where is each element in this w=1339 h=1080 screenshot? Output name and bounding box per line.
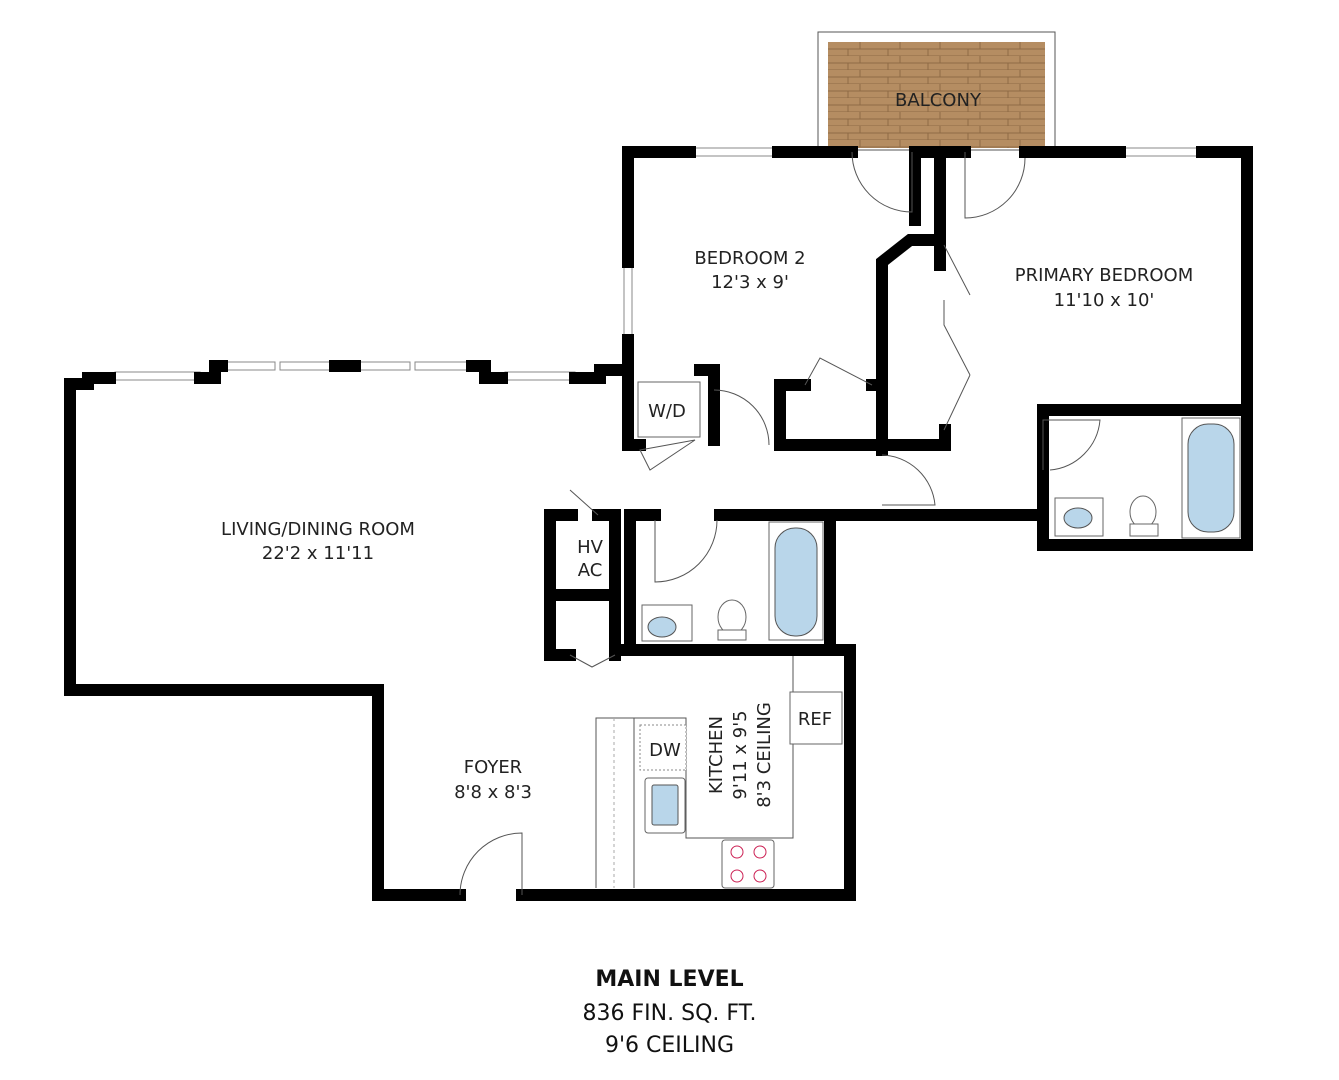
room-living-dining: LIVING/DINING ROOM 22'2 x 11'11 [221,519,415,564]
svg-text:REF: REF [798,709,832,730]
svg-text:8'3 CEILING: 8'3 CEILING [754,702,775,808]
svg-text:12'3 x 9': 12'3 x 9' [711,272,789,293]
ceiling-height: 9'6 CEILING [604,1033,735,1058]
svg-text:BEDROOM 2: BEDROOM 2 [694,248,805,269]
svg-text:LIVING/DINING ROOM: LIVING/DINING ROOM [221,519,415,540]
hvac-closet: HV AC [577,537,604,581]
level-title: MAIN LEVEL [595,967,744,992]
hall-bathroom [641,521,824,642]
svg-text:8'8 x 8'3: 8'8 x 8'3 [454,782,532,803]
walls [64,146,1253,901]
svg-text:KITCHEN: KITCHEN [706,716,727,794]
svg-text:11'10 x 10': 11'10 x 10' [1054,290,1155,311]
room-foyer: FOYER 8'8 x 8'3 [454,757,532,803]
windows [114,147,1203,381]
washer-dryer: W/D [637,381,701,438]
svg-text:PRIMARY BEDROOM: PRIMARY BEDROOM [1015,265,1194,286]
svg-text:9'11 x 9'5: 9'11 x 9'5 [730,710,751,799]
kitchen-fixtures: DW REF [595,656,843,889]
room-primary-bedroom: PRIMARY BEDROOM 11'10 x 10' [1015,265,1194,311]
svg-text:W/D: W/D [648,401,686,422]
svg-text:DW: DW [649,740,681,761]
svg-text:AC: AC [578,560,603,581]
square-footage: 836 FIN. SQ. FT. [582,1001,757,1026]
doors [459,151,1101,896]
primary-bathroom [1054,417,1241,539]
room-kitchen: KITCHEN 9'11 x 9'5 8'3 CEILING [706,702,775,808]
balcony: BALCONY [817,31,1056,151]
svg-text:HV: HV [577,537,604,558]
room-bedroom-2: BEDROOM 2 12'3 x 9' [694,248,805,293]
svg-text:FOYER: FOYER [464,757,522,778]
svg-text:22'2 x 11'11: 22'2 x 11'11 [262,543,374,564]
balcony-label: BALCONY [895,90,982,111]
